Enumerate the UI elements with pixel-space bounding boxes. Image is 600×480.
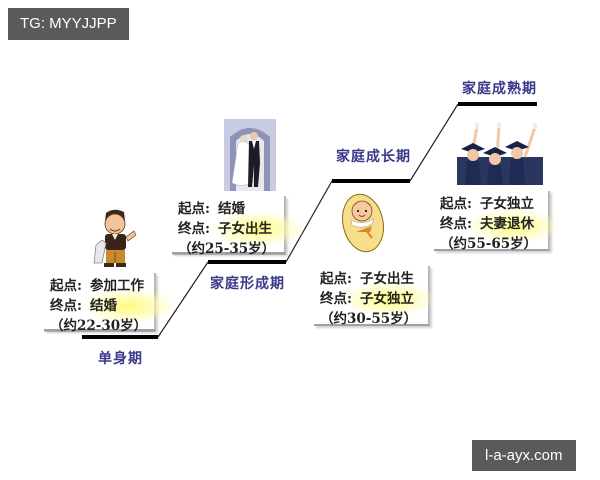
stage-label-single: 单身期 — [98, 351, 143, 367]
start-label: 起点: — [178, 201, 210, 217]
step-riser-1 — [157, 261, 209, 338]
start-value: 子女独立 — [479, 196, 534, 212]
wedding-couple-icon — [224, 119, 276, 191]
info-box-single: 起点: 参加工作 终点: 结婚 （约22-30岁） — [44, 273, 174, 334]
info-box-formation: 起点: 结婚 终点: 子女出生 （约25-35岁） — [172, 196, 304, 257]
start-value: 参加工作 — [89, 278, 144, 294]
stage-label-growth: 家庭成长期 — [336, 149, 411, 165]
end-label: 终点: — [320, 291, 352, 307]
end-value: 结婚 — [89, 298, 117, 314]
start-label: 起点: — [50, 278, 82, 294]
watermark-top-left: TG: MYYJJPP — [8, 8, 129, 40]
single-man-icon — [93, 209, 137, 267]
step-riser-3 — [409, 103, 459, 182]
info-box-maturity: 起点: 子女独立 终点: 夫妻退休 （约55-65岁） — [434, 191, 558, 252]
age-range: （约30-55岁） — [320, 311, 418, 327]
end-value: 子女出生 — [217, 221, 272, 237]
end-label: 终点: — [440, 216, 472, 232]
graduates-icon — [457, 122, 543, 185]
start-value: 子女出生 — [359, 271, 414, 287]
stage-label-formation: 家庭形成期 — [210, 276, 285, 292]
info-box-growth: 起点: 子女出生 终点: 子女独立 （约30-55岁） — [314, 266, 434, 327]
end-value: 夫妻退休 — [479, 216, 534, 232]
age-range: （约22-30岁） — [50, 318, 148, 334]
swaddled-baby-icon — [342, 193, 384, 253]
end-label: 终点: — [178, 221, 210, 237]
start-value: 结婚 — [217, 201, 245, 217]
age-range: （约25-35岁） — [178, 241, 276, 257]
end-value: 子女独立 — [359, 291, 414, 307]
watermark-bottom-right: l-a-ayx.com — [472, 440, 576, 471]
start-label: 起点: — [440, 196, 472, 212]
stage-label-maturity: 家庭成熟期 — [462, 81, 537, 97]
step-riser-2 — [285, 180, 333, 263]
age-range: （约55-65岁） — [440, 236, 538, 252]
start-label: 起点: — [320, 271, 352, 287]
end-label: 终点: — [50, 298, 82, 314]
